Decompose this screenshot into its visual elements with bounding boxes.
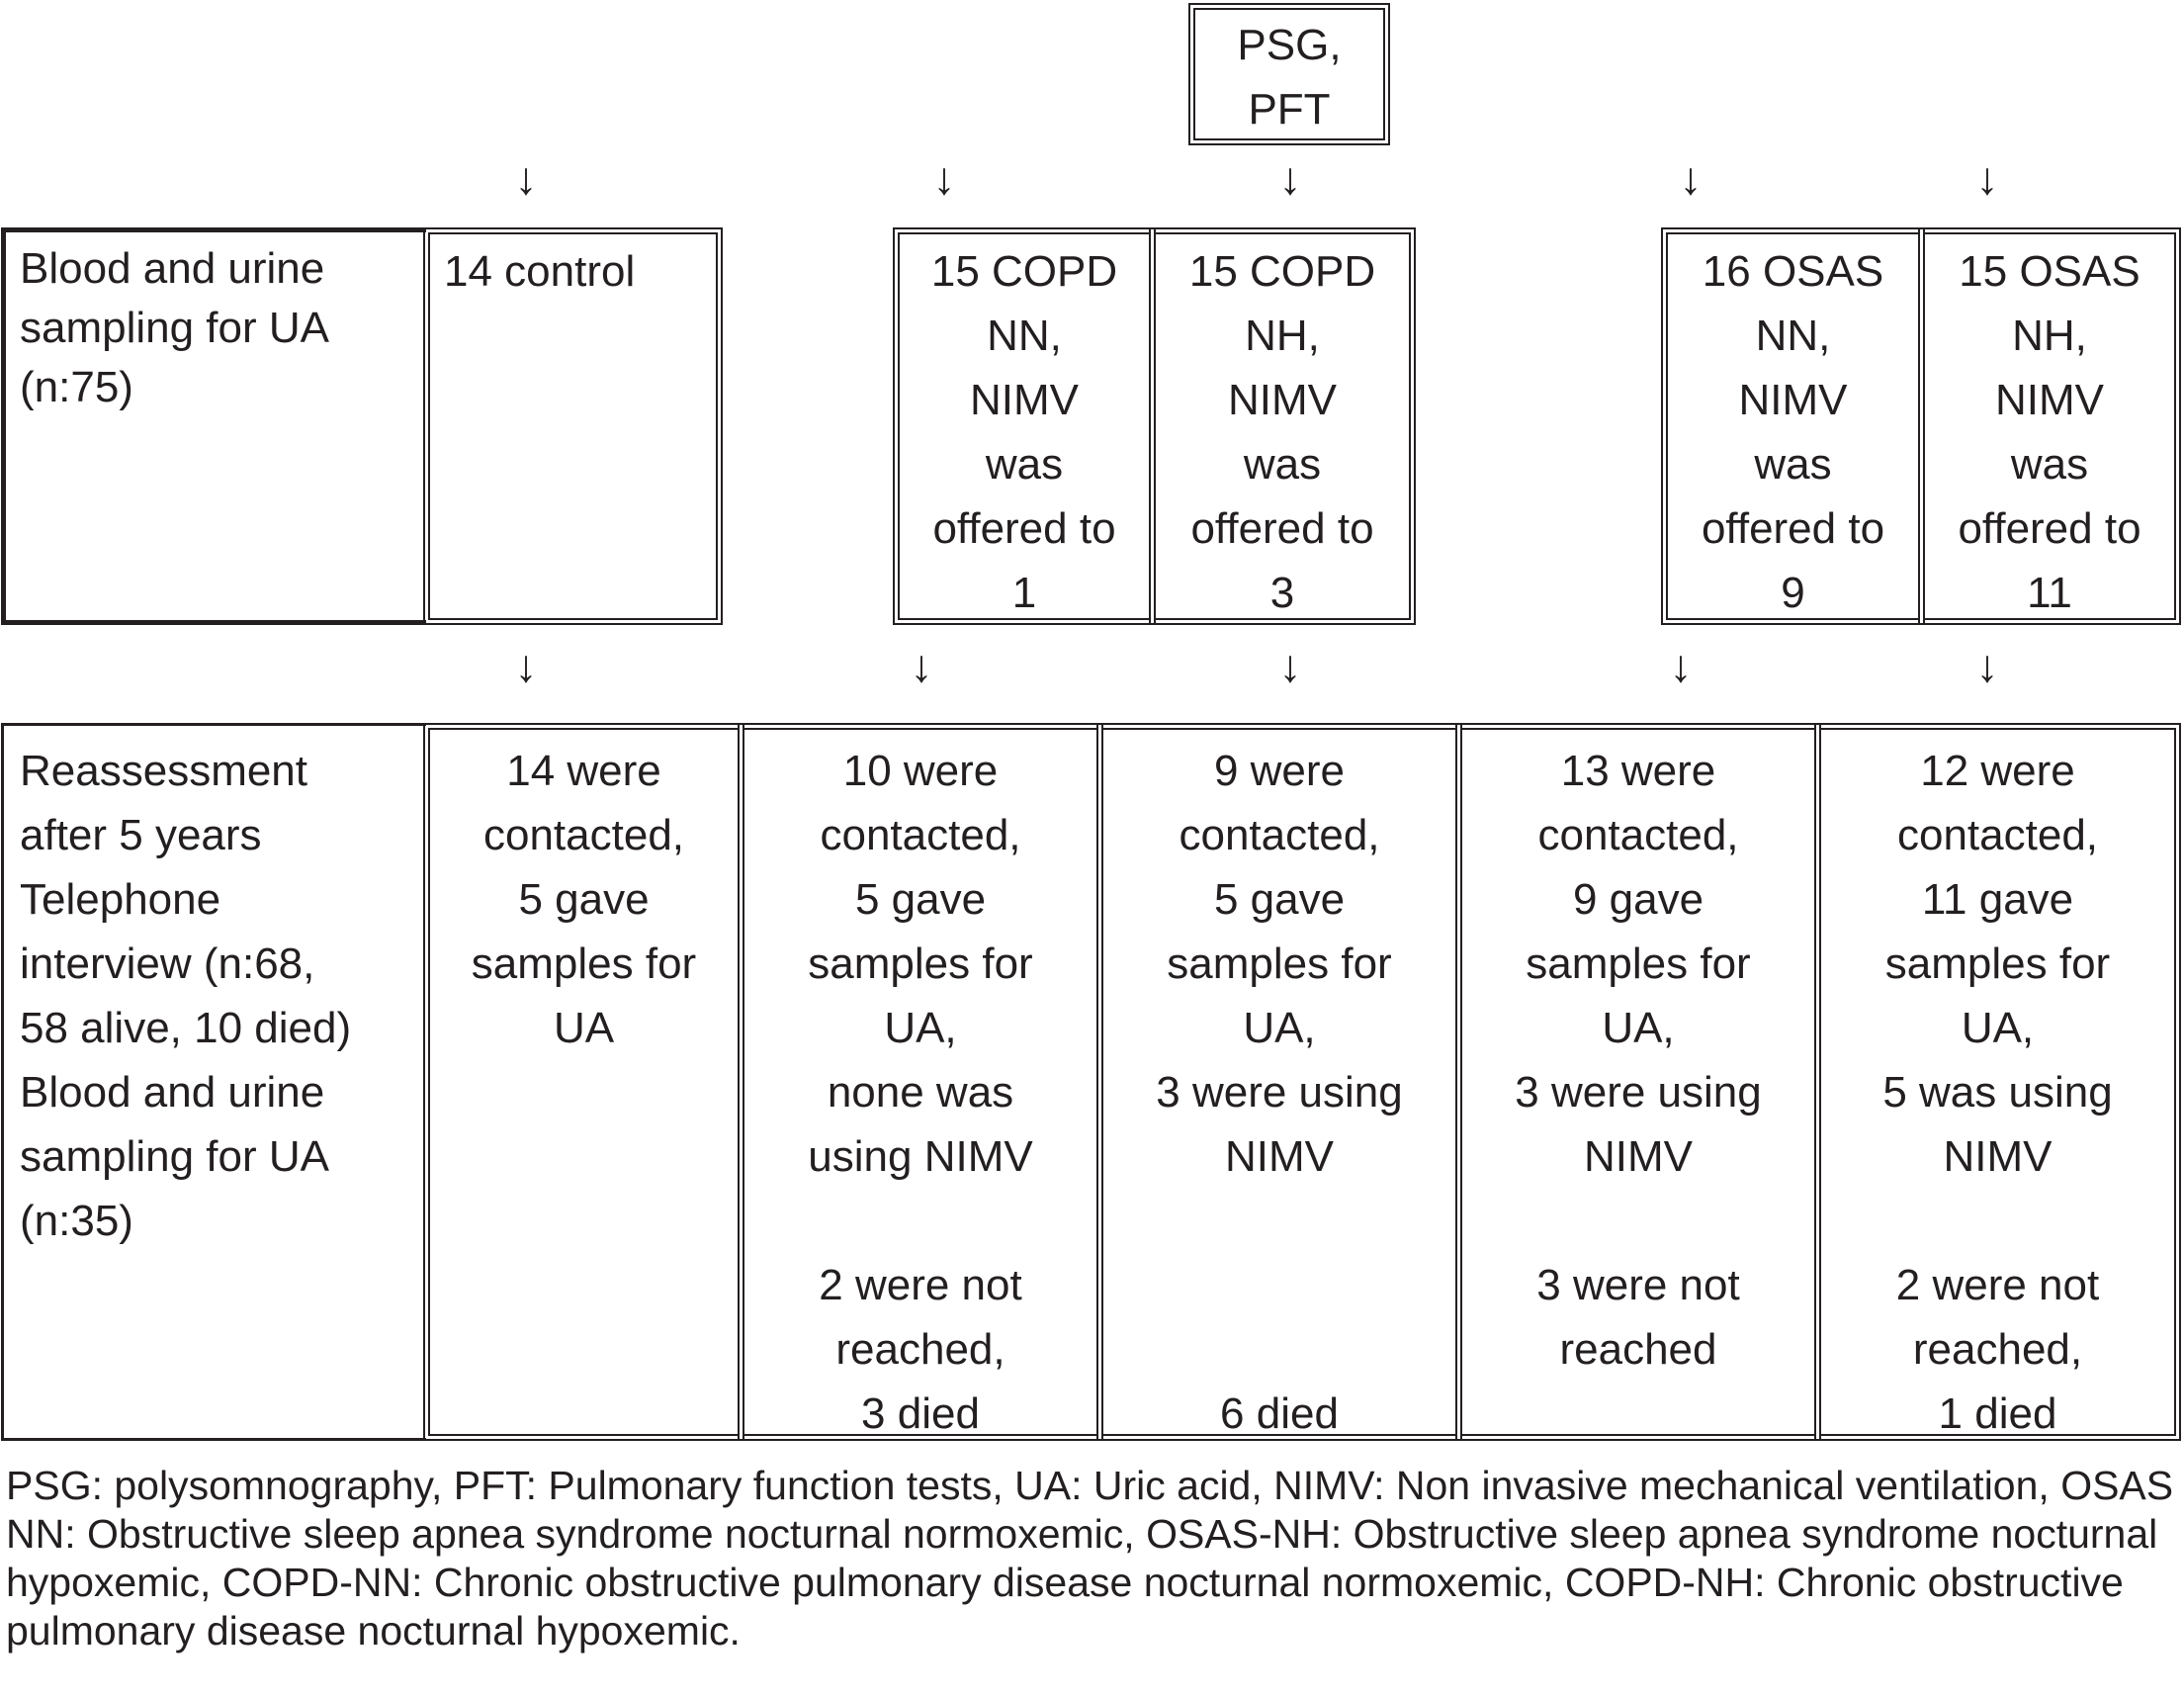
baseline-label-box [1, 227, 426, 625]
followup-label: Reassessment after 5 years Telephone int… [20, 747, 352, 1245]
arrow-down-osas-nn: ↓ [1679, 152, 1703, 204]
osas-nn-followup-text: 13 were contacted, 9 gave samples for UA… [1515, 747, 1762, 1374]
arrow-down-copd-nn-followup: ↓ [910, 640, 933, 691]
control-followup-text: 14 were contacted, 5 gave samples for UA [471, 747, 697, 1052]
arrow-down-osas-nh: ↓ [1975, 152, 1999, 204]
copd-nh-group-box [1149, 227, 1416, 625]
arrow-down-control: ↓ [514, 152, 538, 204]
control-group-box [423, 227, 723, 625]
copd-nh-group-label: 15 COPD NH, NIMV was offered to 3 [1188, 247, 1376, 617]
osas-nh-followup-box [1814, 723, 2181, 1441]
osas-nh-group-label: 15 OSAS NH, NIMV was offered to 11 [1958, 247, 2141, 617]
arrow-down-control-followup: ↓ [514, 640, 538, 691]
osas-nh-followup-text: 12 were contacted, 11 gave samples for U… [1882, 747, 2113, 1438]
abbreviations-caption: PSG: polysomnography, PFT: Pulmonary fun… [6, 1463, 2174, 1654]
copd-nn-group-label: 15 COPD NN, NIMV was offered to 1 [930, 247, 1118, 617]
followup-label-box [1, 723, 426, 1441]
psg-pft-label: PSG, PFT [1237, 21, 1342, 134]
osas-nh-group-box [1918, 227, 2181, 625]
arrow-down-osas-nn-followup: ↓ [1669, 640, 1693, 691]
arrow-down-copd-nh-followup: ↓ [1278, 640, 1302, 691]
osas-nn-group-label: 16 OSAS NN, NIMV was offered to 9 [1701, 247, 1885, 617]
psg-pft-box [1188, 3, 1390, 145]
arrow-down-osas-nh-followup: ↓ [1975, 640, 1999, 691]
copd-nh-followup-text: 9 were contacted, 5 gave samples for UA,… [1156, 747, 1403, 1438]
baseline-label: Blood and urine sampling for UA (n:75) [20, 244, 330, 411]
arrow-down-copd-nn: ↓ [932, 152, 956, 204]
control-group-label: 14 control [444, 247, 636, 296]
arrow-down-copd-nh: ↓ [1278, 152, 1302, 204]
copd-nn-followup-text: 10 were contacted, 5 gave samples for UA… [808, 747, 1033, 1438]
